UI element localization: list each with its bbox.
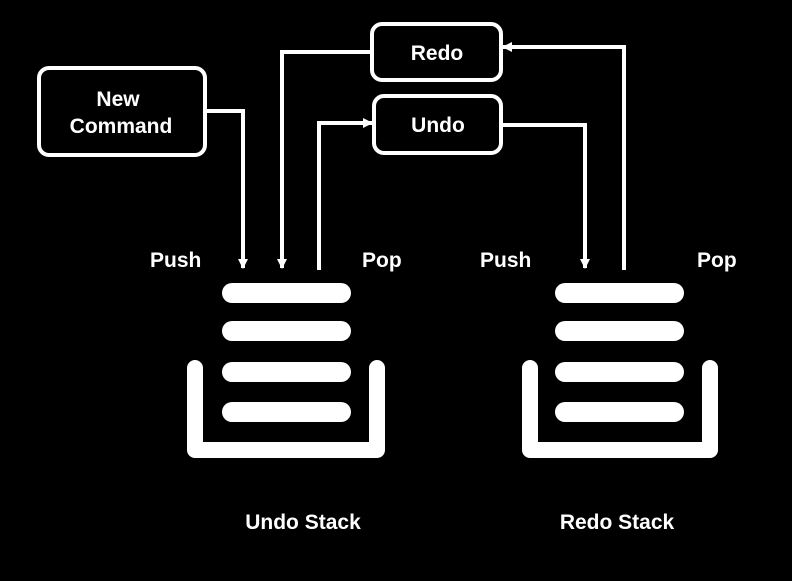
undo-stack-item (222, 362, 351, 382)
redo-to-undo-stack-arrow (277, 50, 372, 269)
undo-stack-pop-label: Pop (362, 249, 402, 272)
redo-stack-item (555, 402, 684, 422)
undo-box-label: Undo (411, 114, 465, 137)
redo-stack-title: Redo Stack (560, 511, 675, 534)
redo-stack-item (555, 321, 684, 341)
undo-stack-push-label: Push (150, 249, 201, 272)
redo-box-label: Redo (411, 42, 464, 65)
undo-stack (187, 283, 385, 458)
undo-stack-item (222, 283, 351, 303)
redo-stack-item (555, 283, 684, 303)
redo-stack-pop-label: Pop (697, 249, 737, 272)
undo-stack-container (187, 360, 385, 458)
redo-stack (522, 283, 718, 458)
undo-stack-pop-to-undo-arrow (317, 118, 373, 270)
new-command-to-undo-stack-arrow (205, 109, 248, 269)
undo-stack-item (222, 402, 351, 422)
undo-to-redo-stack-arrow (501, 123, 590, 269)
redo-stack-container (522, 360, 718, 458)
undo-stack-title: Undo Stack (245, 511, 361, 534)
new-command-box: New Command (37, 66, 207, 157)
redo-stack-item (555, 362, 684, 382)
redo-box: Redo (370, 22, 503, 82)
redo-stack-push-label: Push (480, 249, 531, 272)
redo-stack-pop-to-redo-arrow (502, 42, 626, 270)
undo-stack-item (222, 321, 351, 341)
undo-box: Undo (372, 94, 503, 155)
new-command-label-line1: New (96, 88, 140, 111)
new-command-label-line2: Command (70, 115, 173, 138)
